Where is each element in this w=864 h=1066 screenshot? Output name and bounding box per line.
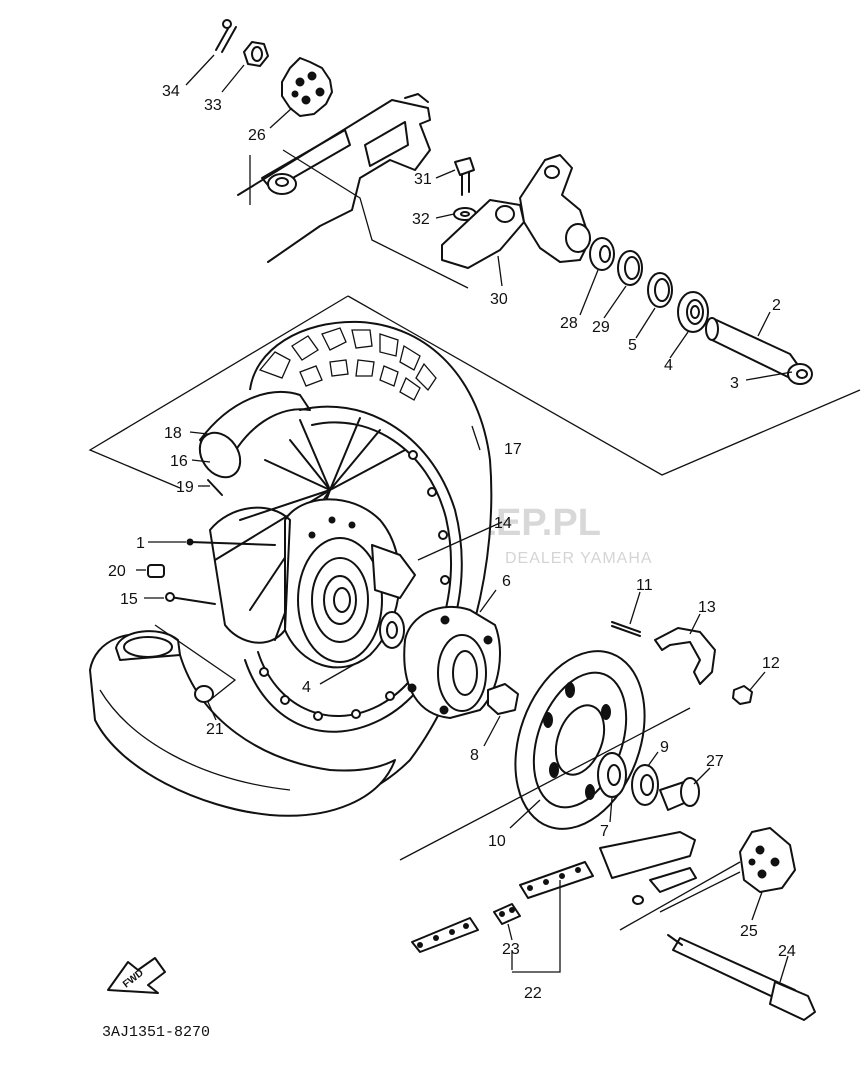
callout-15: 15 <box>120 591 138 608</box>
callout-4-lower: 4 <box>302 679 311 696</box>
callout-30: 30 <box>490 291 508 308</box>
callout-26: 26 <box>248 127 266 144</box>
part-27-collar <box>659 777 700 811</box>
part-20-valve-cap <box>147 564 165 578</box>
chain-adjuster <box>599 831 697 905</box>
part-10-driven-sprocket <box>514 650 646 830</box>
callout-19: 19 <box>176 479 194 496</box>
part-13-sprocket-guard <box>654 627 716 685</box>
part-34-cotter-pin <box>215 19 237 53</box>
part-4-bearing <box>677 291 709 333</box>
leader-lines <box>136 54 793 983</box>
callout-17: 17 <box>504 441 522 458</box>
part-25-axle-plate <box>739 827 796 893</box>
part-33-nut <box>243 41 269 67</box>
part-6-sprocket-hub <box>403 605 501 719</box>
callout-16: 16 <box>170 453 188 470</box>
callout-8: 8 <box>470 747 479 764</box>
part-30-brake-bracket <box>441 154 591 269</box>
part-5-circlip <box>647 272 673 308</box>
callout-27: 27 <box>706 753 724 770</box>
callout-24: 24 <box>778 943 796 960</box>
part-19-spoke-nipple <box>207 479 223 496</box>
part-12-nut <box>732 685 753 705</box>
callout-9: 9 <box>660 739 669 756</box>
callout-6: 6 <box>502 573 511 590</box>
part-9-oil-seal <box>631 764 659 806</box>
part-28-collar <box>589 237 615 271</box>
watermark-tagline: DEALER YAMAHA <box>505 550 653 567</box>
callout-22: 22 <box>524 985 542 1002</box>
part-22-drive-chain <box>411 861 594 953</box>
callout-31: 31 <box>414 171 432 188</box>
callout-1: 1 <box>136 535 145 552</box>
part-23-master-link <box>493 903 521 925</box>
part-26-drive-sprocket <box>281 57 333 117</box>
callout-11: 11 <box>636 577 653 594</box>
swingarm-group <box>237 93 431 263</box>
callout-14: 14 <box>494 515 512 532</box>
callout-13: 13 <box>698 599 716 616</box>
callout-18: 18 <box>164 425 182 442</box>
part-29-oil-seal <box>617 250 643 286</box>
callout-3: 3 <box>730 375 739 392</box>
part-15-valve <box>165 592 216 605</box>
callout-12: 12 <box>762 655 780 672</box>
part-8-collar <box>487 683 519 715</box>
lower-tire-section <box>89 630 396 817</box>
drawing-code: 3AJ1351-8270 <box>102 1024 210 1041</box>
callout-4-upper: 4 <box>664 357 673 374</box>
forward-direction-mark: FWD <box>107 957 166 994</box>
part-2-spacer-tube <box>705 317 813 385</box>
part-24-axle <box>667 934 816 1021</box>
part-7-bearing <box>597 752 627 798</box>
callout-5: 5 <box>628 337 637 354</box>
callout-labels: 34 33 26 31 32 30 28 29 5 4 2 3 18 17 16… <box>108 83 796 1002</box>
part-1-spoke <box>186 538 276 546</box>
callout-34: 34 <box>162 83 180 100</box>
callout-7: 7 <box>600 823 609 840</box>
callout-23: 23 <box>502 941 520 958</box>
part-11-bolt <box>611 621 641 637</box>
callout-20: 20 <box>108 563 126 580</box>
callout-28: 28 <box>560 315 578 332</box>
part-31-bolt <box>454 157 475 196</box>
callout-33: 33 <box>204 97 222 114</box>
part-21-nut <box>194 685 214 703</box>
callout-25: 25 <box>740 923 758 940</box>
rear-wheel <box>145 320 493 815</box>
callout-2: 2 <box>772 297 781 314</box>
callout-21: 21 <box>206 721 224 738</box>
callout-32: 32 <box>412 211 430 228</box>
callout-29: 29 <box>592 319 610 336</box>
callout-10: 10 <box>488 833 506 850</box>
part-14-hub <box>284 498 416 669</box>
tire-tread <box>258 327 437 401</box>
